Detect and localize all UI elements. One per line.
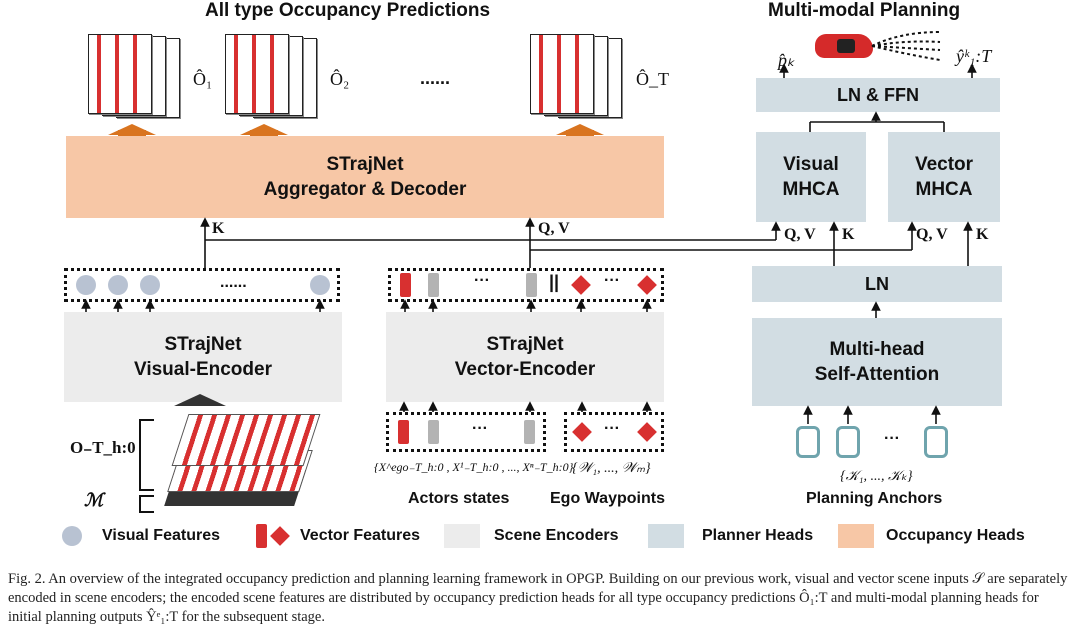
aggregator-qv-label: Q, V	[538, 220, 570, 237]
vector-feature-agent	[526, 273, 537, 297]
aggregator-line2: Aggregator & Decoder	[263, 179, 467, 200]
planning-traj-output: ŷᵏ₁:T	[956, 46, 992, 66]
vector-encoder-box: STrajNet Vector-Encoder	[386, 312, 664, 402]
ln-ffn-box: LN & FFN	[756, 78, 1000, 112]
anchors-set-label: {𝒦₁, ..., 𝒦ₖ}	[840, 469, 913, 484]
legend-scene-swatch	[444, 524, 480, 548]
vector-feature-ego	[400, 273, 411, 297]
vector-mhca-qv-label: Q, V	[916, 226, 948, 243]
vector-mhca-k-label: K	[976, 226, 989, 243]
waypoint-feature-ellipsis: ···	[604, 272, 620, 289]
legend-planner-label: Planner Heads	[702, 527, 814, 544]
visual-input-up-arrow	[174, 394, 226, 406]
visual-mhca-box: Visual MHCA	[756, 132, 866, 222]
visual-encoder-box: STrajNet Visual-Encoder	[64, 312, 342, 402]
visual-mhca-line1: Visual	[783, 154, 839, 175]
planning-anchor	[924, 426, 948, 458]
occupancy-title: All type Occupancy Predictions	[205, 0, 491, 21]
occupancy-output-ellipsis: ......	[420, 68, 451, 88]
planning-title: Multi-modal Planning	[768, 0, 961, 21]
waypoint-input-ellipsis: ···	[604, 420, 620, 437]
visual-feature-token	[108, 275, 128, 295]
vector-feature-ellipsis: ···	[474, 272, 490, 289]
map-label: ℳ	[84, 490, 104, 510]
vector-mhca-line2: MHCA	[915, 179, 973, 200]
figure-caption: Fig. 2. An overview of the integrated oc…	[8, 571, 1068, 625]
visual-encoder-line2: Visual-Encoder	[134, 359, 272, 380]
visual-feature-row	[64, 268, 340, 302]
planning-anchor	[836, 426, 860, 458]
planning-anchors-label: Planning Anchors	[806, 490, 943, 507]
self-attention-box: Multi-head Self-Attention	[752, 318, 1002, 406]
input-brackets	[139, 419, 154, 513]
vector-feature-agent	[428, 273, 439, 297]
visual-feature-ellipsis: ......	[220, 274, 247, 291]
legend-planner-swatch	[648, 524, 684, 548]
legend-occupancy-label: Occupancy Heads	[886, 527, 1025, 544]
actor-state-agent	[524, 420, 535, 444]
vector-mhca-line1: Vector	[914, 154, 974, 175]
visual-feature-token	[310, 275, 330, 295]
legend-visual-swatch	[62, 526, 82, 546]
actor-state-ego	[398, 420, 409, 444]
vector-mhca-box: Vector MHCA	[888, 132, 1000, 222]
legend-vector-swatch-rect	[256, 524, 267, 548]
car-icon	[815, 34, 873, 58]
legend-visual-label: Visual Features	[102, 527, 220, 544]
ln-box: LN	[752, 266, 1002, 302]
vector-feature-row	[388, 268, 664, 302]
actors-set-label: {X^ego₋T_h:0 , X¹₋T_h:0 , ..., Xⁿ₋T_h:0}	[374, 460, 574, 474]
visual-feature-token	[76, 275, 96, 295]
planning-anchor	[796, 426, 820, 458]
vector-encoder-line1: STrajNet	[486, 334, 564, 355]
actor-state-ellipsis: ···	[472, 420, 488, 437]
planning-anchor-ellipsis: ···	[884, 430, 900, 447]
occupancy-output-stack-2	[225, 34, 317, 124]
visual-mhca-line2: MHCA	[782, 179, 840, 200]
actors-states-label: Actors states	[408, 490, 510, 507]
waypoints-row	[564, 412, 664, 452]
occupancy-output-label-2: Ô₂	[330, 69, 350, 89]
vector-encoder-line2: Vector-Encoder	[454, 359, 596, 380]
aggregator-line1: STrajNet	[326, 154, 404, 175]
aggregator-decoder-box: STrajNet Aggregator & Decoder	[66, 136, 664, 218]
trajectory-fan-icon	[871, 31, 941, 61]
visual-feature-token	[140, 275, 160, 295]
ego-waypoints-label: Ego Waypoints	[550, 490, 665, 507]
actor-states-row	[386, 412, 546, 452]
occupancy-history-label: O₋T_h:0	[70, 438, 136, 457]
actor-state-agent	[428, 420, 439, 444]
occupancy-output-label-1: Ô₁	[193, 69, 213, 89]
occupancy-output-stack-1	[88, 34, 180, 124]
self-attention-line1: Multi-head	[829, 339, 925, 360]
aggregator-k-label: K	[212, 220, 225, 237]
legend-occupancy-swatch	[838, 524, 874, 548]
waypoints-set-label: {𝒲₁, ..., 𝒲ₘ}	[572, 461, 651, 476]
visual-mhca-k-label: K	[842, 226, 855, 243]
legend-scene-label: Scene Encoders	[494, 527, 619, 544]
self-attention-line2: Self-Attention	[814, 364, 940, 385]
vector-feature-separator: ||	[549, 272, 560, 292]
legend-vector-label: Vector Features	[300, 527, 421, 544]
visual-mhca-qv-label: Q, V	[784, 226, 816, 243]
occupancy-output-label-T: Ô_T	[636, 69, 669, 89]
visual-encoder-line1: STrajNet	[164, 334, 242, 355]
occupancy-output-stack-T	[530, 34, 622, 124]
